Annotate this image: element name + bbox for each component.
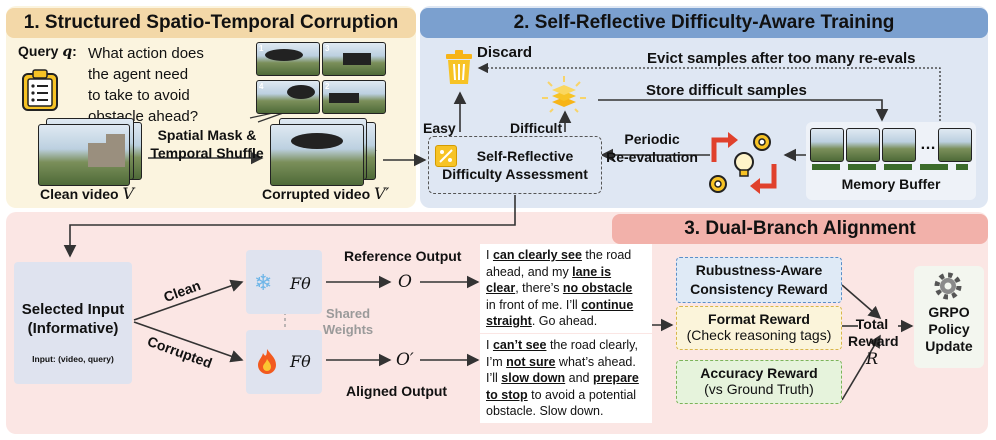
difficult-label: Difficult <box>510 120 563 136</box>
snowflake-icon: ❄ <box>254 270 273 295</box>
spatial-mask-label: Spatial Mask & Temporal Shuffle <box>150 127 264 161</box>
gears-bulb-icon <box>704 128 784 198</box>
clean-video-stack <box>38 118 148 186</box>
panel2-header: 2. Self-Reflective Difficulty-Aware Trai… <box>420 8 988 38</box>
consistency-reward-box: Rubustness-Aware Consistency Reward <box>676 257 842 303</box>
clean-video-label: Clean video V <box>40 184 135 203</box>
arrow-input-to-clean <box>133 279 244 321</box>
aligned-output-label: Aligned Output <box>346 383 448 399</box>
periodic-reeval-label: Periodic Re-evaluation <box>606 131 698 165</box>
arrow-store <box>598 99 889 122</box>
easy-label: Easy <box>423 120 456 136</box>
reference-output-text: I can clearly see the road ahead, and my… <box>480 244 652 333</box>
store-label: Store difficult samples <box>646 82 807 99</box>
buffer-ellipsis: … <box>920 136 936 153</box>
arrow-r3-total <box>841 334 881 401</box>
memory-buffer-box: … Memory Buffer <box>806 122 976 200</box>
arrow-assessment-to-input <box>63 195 516 258</box>
arrow-input-to-corrupted <box>133 321 244 363</box>
fire-icon <box>256 348 278 374</box>
o-prime-symbol: O′ <box>396 350 414 370</box>
total-reward-label: Total Reward R <box>848 316 899 368</box>
arrow-r1-total <box>841 284 882 320</box>
reference-output-label: Reference Output <box>344 248 462 264</box>
evict-label: Evict samples after too many re-evals <box>647 50 916 67</box>
format-reward-box: Format Reward (Check reasoning tags) <box>676 306 842 350</box>
corrupted-video-label: Corrupted video V′ <box>262 184 390 203</box>
clipboard-icon <box>20 68 60 112</box>
gear-icon <box>932 270 964 302</box>
assessment-icon <box>435 145 457 167</box>
memory-buffer-label: Memory Buffer <box>841 176 941 192</box>
query-label: Query q: <box>18 43 77 60</box>
panel1-header: 1. Structured Spatio-Temporal Corruption <box>6 8 416 38</box>
arrow-evict <box>477 62 941 125</box>
trash-icon <box>444 48 474 86</box>
input-description: Input: (video, query) <box>32 354 114 364</box>
difficult-stack-icon <box>540 74 588 118</box>
grpo-update-box: GRPO Policy Update <box>914 266 984 368</box>
accuracy-reward-box: Accuracy Reward (vs Ground Truth) <box>676 360 842 404</box>
frozen-model-box: ❄ Fθ <box>246 250 322 314</box>
corrupted-video-stack <box>270 118 382 186</box>
query-text: What action does the agent need to take … <box>88 45 204 125</box>
trainable-model-box: Fθ <box>246 330 322 394</box>
discard-label: Discard <box>477 44 533 61</box>
shuffled-frames-grid: 1 3 4 2 <box>256 42 390 114</box>
aligned-output-text: I can’t see the road clearly, I’m not su… <box>480 334 652 423</box>
f-theta-frozen: Fθ <box>290 274 311 293</box>
o-symbol: O <box>398 272 412 292</box>
selected-input-box: Selected Input (Informative) Input: (vid… <box>14 262 132 384</box>
shared-weights-label: Shared Weights <box>322 306 374 337</box>
difficulty-assessment-box: Self-Reflective Difficulty Assessment <box>428 136 602 194</box>
panel3-header: 3. Dual-Branch Alignment <box>612 214 988 244</box>
f-theta-trainable: Fθ <box>290 352 311 371</box>
